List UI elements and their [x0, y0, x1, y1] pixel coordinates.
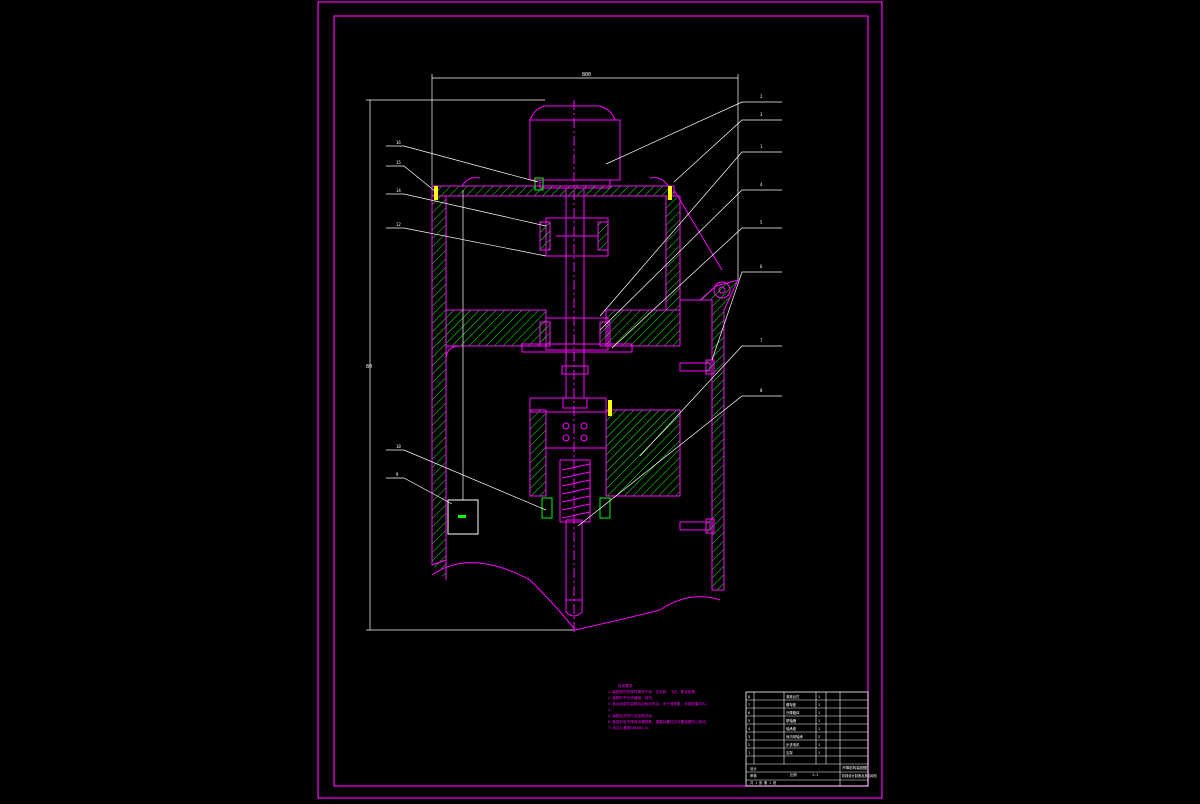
title-block-scale-label: 比例: [790, 772, 797, 777]
title-block-cell: 1: [818, 743, 820, 747]
title-block-drawing-title: 升降机构装配图: [842, 765, 868, 770]
balloon-2: 2: [760, 94, 763, 99]
fasteners-highlight: [434, 177, 672, 519]
tech-note-2: 2.装配时不允许磕碰、划伤。: [608, 695, 655, 700]
balloon-9: 9: [396, 472, 399, 477]
tech-note-4: 4.: [608, 708, 612, 712]
title-block-cell: 1: [748, 751, 750, 755]
balloon-8: 8: [760, 388, 763, 393]
title-block-cell: 1: [818, 751, 820, 755]
balloon-7: 7: [760, 338, 763, 343]
balloon-1: 1: [760, 144, 763, 149]
title-block-cell: 2: [818, 735, 820, 739]
title-block-cell: 2: [748, 743, 750, 747]
balloon-14: 14: [396, 188, 401, 193]
title-block-sheet: 共 1 张 第 1 张: [750, 780, 777, 785]
right-leader-lines: [577, 101, 782, 527]
title-block-cell: 支架: [786, 750, 793, 755]
right-balloon-labels: 2 3 1 4 5 6 7 8: [760, 94, 763, 393]
title-block-cell: 步进电机: [786, 742, 800, 747]
ball-screw-thread: [559, 459, 591, 523]
technical-requirements: 技术要求 1.装配前所有零件清洗干净，去毛刺、飞边、氧化皮等。 2.装配时不允许…: [608, 683, 709, 730]
housing-left-wall: [431, 195, 447, 566]
title-block-drawn-by: 设计: [750, 766, 757, 771]
title-block-cell: 联轴器: [786, 718, 797, 723]
balloon-12: 12: [396, 222, 401, 227]
title-block-checked-by: 审核: [750, 773, 757, 778]
tech-note-5: 5.装配后须进行空运转试验。: [608, 713, 655, 718]
title-block-cell: 深沟球轴承: [786, 734, 804, 739]
break-line-bottom: [431, 562, 721, 631]
tech-note-7: 7.未注公差按GB1804-m。: [608, 725, 651, 730]
title-block-cell: 1: [818, 695, 820, 699]
balloon-16: 16: [396, 140, 401, 145]
bracket-link: [673, 189, 723, 271]
title-block-cell: 1: [818, 703, 820, 707]
upper-coupling: [539, 217, 609, 257]
left-leader-lines: [386, 145, 547, 511]
nut-seat-housing: [529, 397, 681, 497]
balloon-6: 6: [760, 264, 763, 269]
title-block-cell: 1: [818, 711, 820, 715]
title-block-cell: 轴承座: [786, 726, 797, 731]
bracket-pivot-hole: [718, 286, 726, 294]
balloon-5: 5: [760, 220, 763, 225]
shaft-collar: [561, 365, 589, 375]
balloon-3: 3: [760, 112, 763, 117]
balloon-15: 15: [396, 160, 401, 165]
overall-height-dimension: 80: [366, 364, 372, 370]
title-block-cell: 6: [748, 711, 750, 715]
title-block-cell: 3: [748, 735, 750, 739]
tech-note-6: 6.各密封处不得有渗漏现象，调整后螺钉应可靠锁紧防止松动。: [608, 719, 709, 724]
left-balloon-labels: 16 15 14 12 10 9: [396, 140, 401, 477]
title-block-cell: 1: [818, 727, 820, 731]
stepper-motor: [529, 105, 621, 189]
bracket-pivot: [713, 281, 731, 299]
sheet-inner-border: [333, 15, 869, 787]
title-block-school: 机械设计制造及其自动化: [842, 773, 878, 778]
title-block-cell: 1: [818, 719, 820, 723]
sheet-outer-border: [317, 1, 883, 799]
support-bracket: [680, 279, 739, 591]
title-block-cell: 螺母座: [786, 702, 797, 707]
title-block: 8 滚珠丝杠 1 7 螺母座 1 6 升降箱体 1 5 联轴器 1 4 轴承座 1 3 深沟球轴承 2 2 步进电机 1…: [745, 691, 878, 787]
tech-notes-title: 技术要求: [618, 683, 633, 688]
title-block-cell: 7: [748, 703, 750, 707]
tech-note-1: 1.装配前所有零件清洗干净，去毛刺、飞边、氧化皮等。: [608, 689, 699, 694]
tech-note-3: 3.各运动部件装配后应转动灵活，无卡滞现象，手感轻重均匀。: [608, 701, 709, 706]
title-block-rows: 8 滚珠丝杠 1 7 螺母座 1 6 升降箱体 1 5 联轴器 1 4 轴承座 1 3 深沟球轴承 2 2 步进电机 1…: [748, 694, 820, 755]
title-block-cell: 8: [748, 695, 750, 699]
nut-internals: [545, 411, 607, 449]
top-width-dimension: 800: [582, 72, 591, 78]
bracket-bolts: [679, 359, 715, 534]
title-block-scale: 1:1: [812, 773, 818, 777]
balloon-10: 10: [396, 444, 401, 449]
title-block-cell: 升降箱体: [786, 710, 800, 715]
title-block-cell: 5: [748, 719, 750, 723]
top-cover-plate: [431, 177, 675, 197]
mid-bearing: [521, 317, 633, 353]
balloon-4: 4: [760, 182, 763, 187]
title-block-cell: 4: [748, 727, 750, 731]
title-block-cell: 滚珠丝杠: [786, 694, 800, 699]
housing-lower-left: [431, 559, 447, 580]
dimension-lines: [366, 74, 739, 631]
